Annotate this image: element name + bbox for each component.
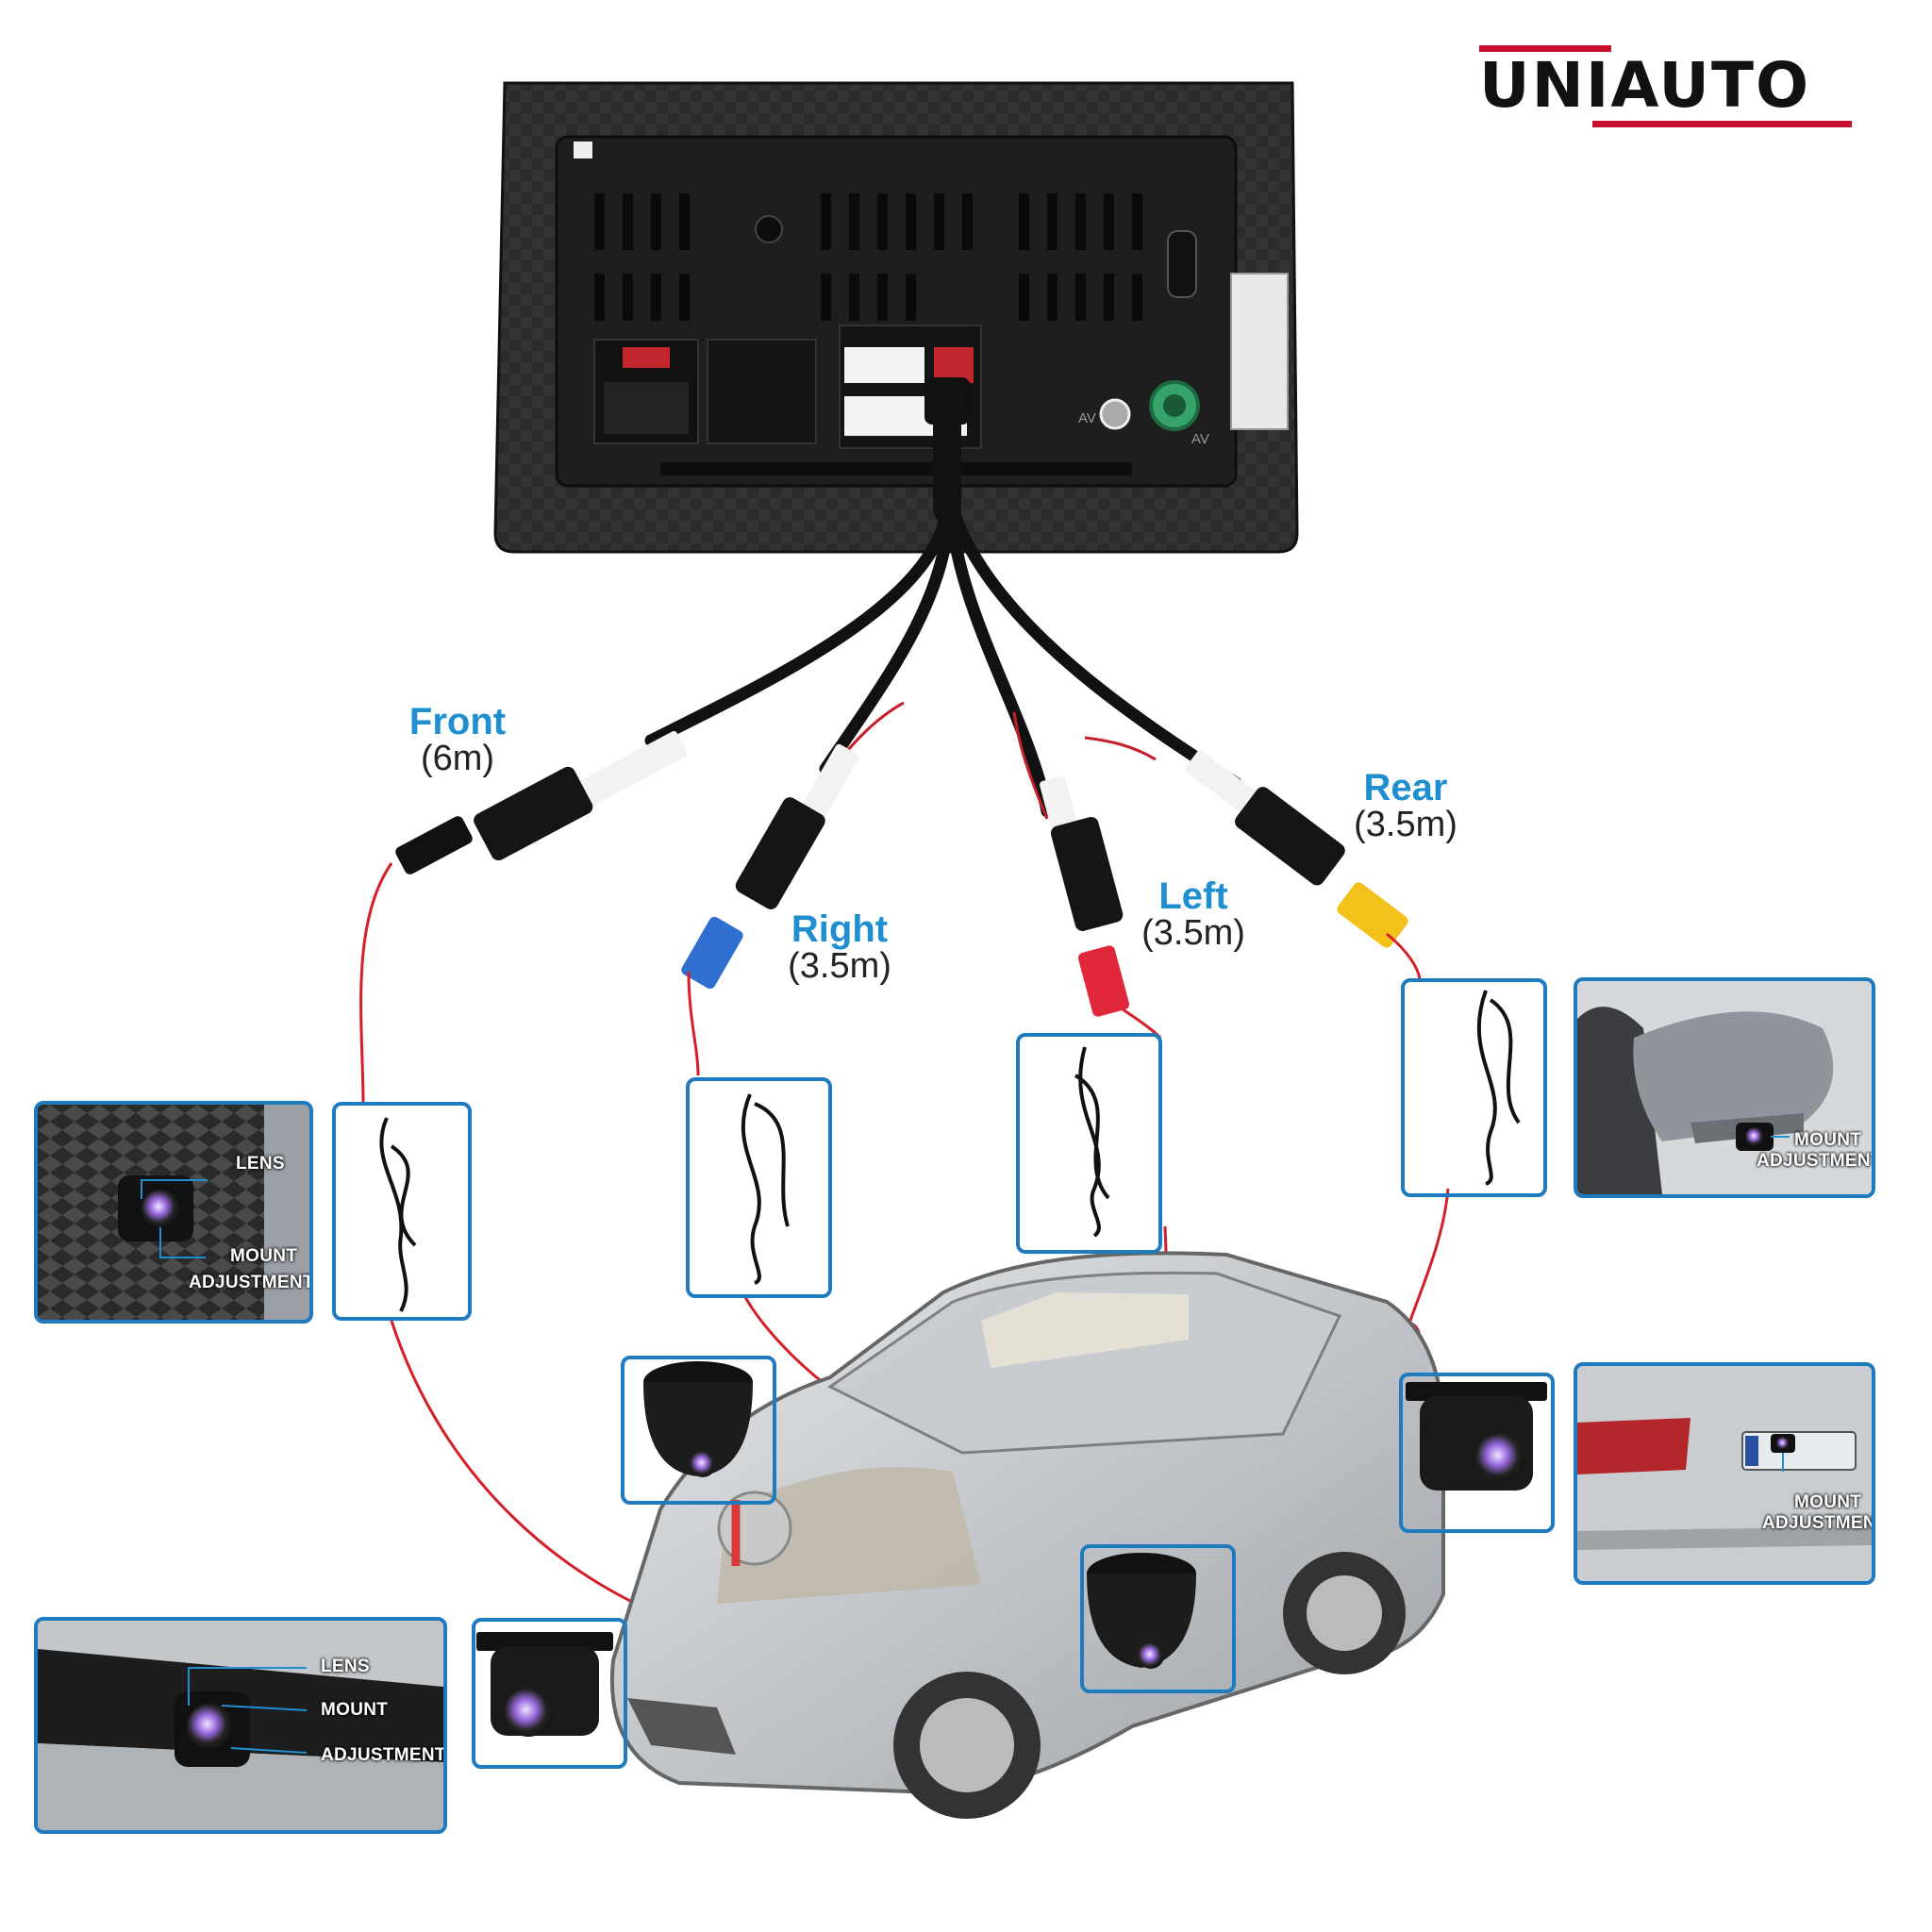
rear-mount-label: MOUNT — [1794, 1492, 1862, 1512]
camera-left-icon — [1087, 1553, 1196, 1669]
mirror-adjustment-label: ADJUSTMENT — [1757, 1151, 1875, 1171]
camera-right-icon — [643, 1361, 753, 1477]
camera-panel-front — [472, 1618, 627, 1769]
cable-label-right: Right (3.5m) — [769, 910, 910, 984]
inset-front-grille: LENS MOUNT ADJUSTMENT — [34, 1101, 313, 1324]
bumper-photo — [38, 1621, 443, 1830]
inset-side-mirror: MOUNT ADJUSTMENT — [1574, 977, 1875, 1198]
camera-rear-icon — [1406, 1382, 1547, 1491]
inset-rear-plate: MOUNT ADJUSTMENT — [1574, 1362, 1875, 1585]
cable-name-rear: Rear — [1363, 767, 1448, 808]
bumper-mount-label: MOUNT — [321, 1700, 389, 1720]
grille-mount-label: MOUNT — [230, 1246, 298, 1266]
av-label-left: AV — [1078, 410, 1096, 426]
cable-panel-front — [332, 1102, 472, 1321]
bumper-lens-label: LENS — [321, 1657, 370, 1676]
cable-panel-left — [1016, 1033, 1162, 1254]
grille-lens-label: LENS — [236, 1154, 285, 1174]
connector-right — [681, 743, 859, 990]
harness-cables — [644, 401, 1242, 818]
cable-length-right: (3.5m) — [788, 946, 891, 986]
cable-name-right: Right — [791, 908, 889, 950]
cable-label-left: Left (3.5m) — [1123, 877, 1264, 951]
av-label-right: AV — [1191, 431, 1209, 447]
rear-photo — [1577, 1366, 1872, 1581]
head-unit: AV AV — [493, 81, 1299, 554]
connector-rear — [1185, 750, 1408, 948]
grille-adjustment-label: ADJUSTMENT — [189, 1273, 313, 1292]
bumper-adjustment-label: ADJUSTMENT — [321, 1745, 446, 1765]
cable-name-left: Left — [1158, 875, 1228, 917]
grille-photo — [38, 1105, 309, 1320]
brand-logo: UNIAUTO — [1479, 38, 1875, 132]
cable-panel-right — [686, 1077, 832, 1298]
camera-panel-right — [621, 1356, 776, 1505]
cable-length-front: (6m) — [420, 739, 495, 778]
cable-label-front: Front (6m) — [396, 703, 519, 776]
mirror-mount-label: MOUNT — [1794, 1130, 1862, 1150]
cable-length-left: (3.5m) — [1141, 913, 1245, 953]
inset-front-bumper: LENS MOUNT ADJUSTMENT — [34, 1617, 447, 1834]
mirror-photo — [1577, 981, 1872, 1194]
cable-coils — [379, 990, 1521, 1312]
connector-left — [1040, 775, 1130, 1017]
camera-front-icon — [476, 1632, 613, 1737]
cable-label-rear: Rear (3.5m) — [1335, 769, 1476, 842]
cable-length-rear: (3.5m) — [1354, 805, 1457, 844]
suv-illustration — [609, 1251, 1445, 1819]
camera-panel-left — [1080, 1544, 1236, 1693]
rear-adjustment-label: ADJUSTMENT — [1762, 1513, 1875, 1533]
logo-bar-bottom — [1592, 121, 1852, 127]
connector-front — [395, 730, 688, 874]
camera-panel-rear — [1399, 1373, 1555, 1533]
logo-text: UNIAUTO — [1479, 49, 1811, 122]
logo-bar-top — [1479, 45, 1611, 52]
cable-panel-rear — [1401, 978, 1547, 1197]
cable-name-front: Front — [408, 701, 507, 742]
